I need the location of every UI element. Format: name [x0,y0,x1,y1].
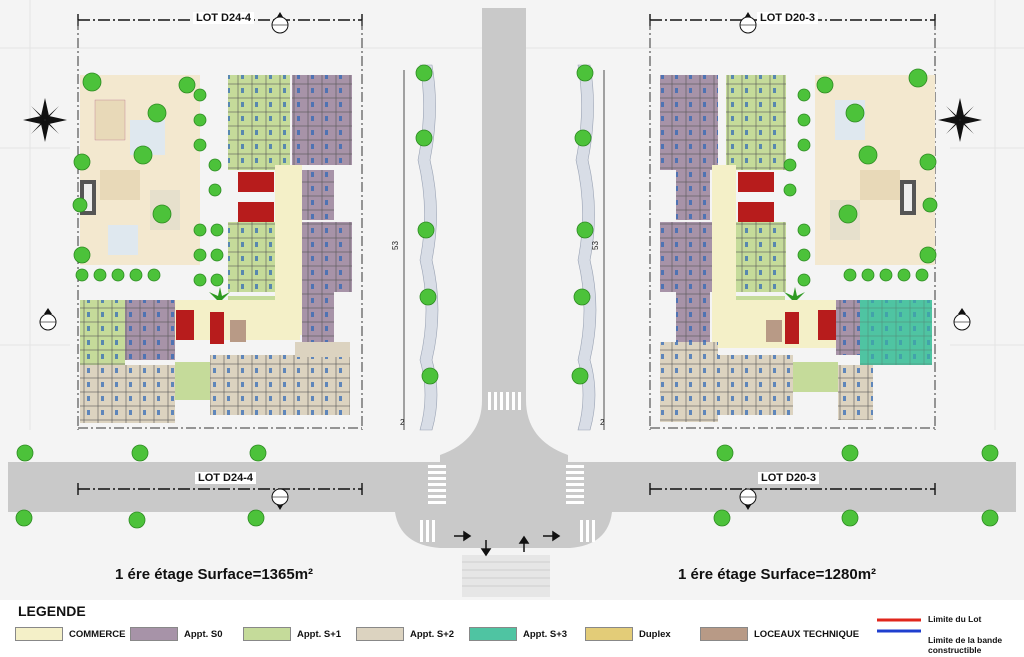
left-lot-garden [80,75,200,265]
crosswalk-south [420,520,595,542]
legend-swatch [130,627,178,641]
small-dimension-right: 2 [600,418,605,427]
crosswalk-central [488,392,521,410]
limit-band-label: Limite de la bande constructible [928,635,1003,655]
legend-item-appt-s2: Appt. S+2 [356,627,454,641]
section-marker-icon [39,12,971,510]
legend-item-appt-s3: Appt. S+3 [469,627,567,641]
legend-label: Appt. S+2 [410,628,455,640]
north-arrow-icon [23,98,67,142]
traffic-arrow-icon [454,530,561,557]
legend-swatch [243,627,291,641]
site-plan: 53 53 2 2 [0,0,1024,600]
legend: LEGENDE COMMERCE Appt. S0 Appt. S+1 Appt… [0,598,1024,657]
central-road [482,8,526,463]
small-dimension-left: 2 [400,418,405,427]
legend-swatch [356,627,404,641]
lot-label-left-bottom: LOT D24-4 [195,472,257,484]
legend-item-appt-s0: Appt. S0 [130,627,223,641]
lot-label-right-bottom: LOT D20-3 [758,472,820,484]
legend-label: Duplex [639,628,671,640]
road-curve-left [440,400,482,463]
surface-left: 1 ére étage Surface=1365m² [115,566,314,583]
green-strip-left [417,64,439,431]
road-curve-right [526,400,568,463]
road-dimension-left: 53 [391,241,400,250]
legend-swatch [700,627,748,641]
lot-label-left-top: LOT D24-4 [193,12,255,24]
lot-label-right-top: LOT D20-3 [757,12,819,24]
crosswalk-west [428,465,446,504]
legend-swatch [469,627,517,641]
turnaround [395,512,612,548]
trees [15,64,999,529]
right-red-block [738,172,774,192]
legend-item-local-technique: LOCEAUX TECHNIQUE [700,627,859,641]
legend-label: LOCEAUX TECHNIQUE [754,628,860,640]
green-strip-right [575,64,597,431]
legend-title: LEGENDE [18,603,86,619]
legend-item-commerce: COMMERCE [15,627,125,641]
dimension-lines [403,70,605,430]
left-red-block [238,172,274,192]
legend-item-appt-s1: Appt. S+1 [243,627,341,641]
legend-label: Appt. S0 [184,628,223,640]
limit-lines [877,618,921,633]
palm-icon [209,287,805,300]
legend-label: Appt. S+1 [297,628,342,640]
legend-label: Appt. S+3 [523,628,568,640]
plaza-stripes [462,555,550,597]
horizontal-road [8,462,1016,512]
legend-label: COMMERCE [69,628,126,640]
north-arrow-icon [938,98,982,142]
crosswalk-east [566,465,584,504]
legend-item-duplex: Duplex [585,627,671,641]
road-dimension-right: 53 [591,241,600,250]
surface-right: 1 ére étage Surface=1280m² [678,566,877,583]
legend-swatch [585,627,633,641]
limit-lot-label: Limite du Lot [928,614,982,624]
legend-swatch [15,627,63,641]
